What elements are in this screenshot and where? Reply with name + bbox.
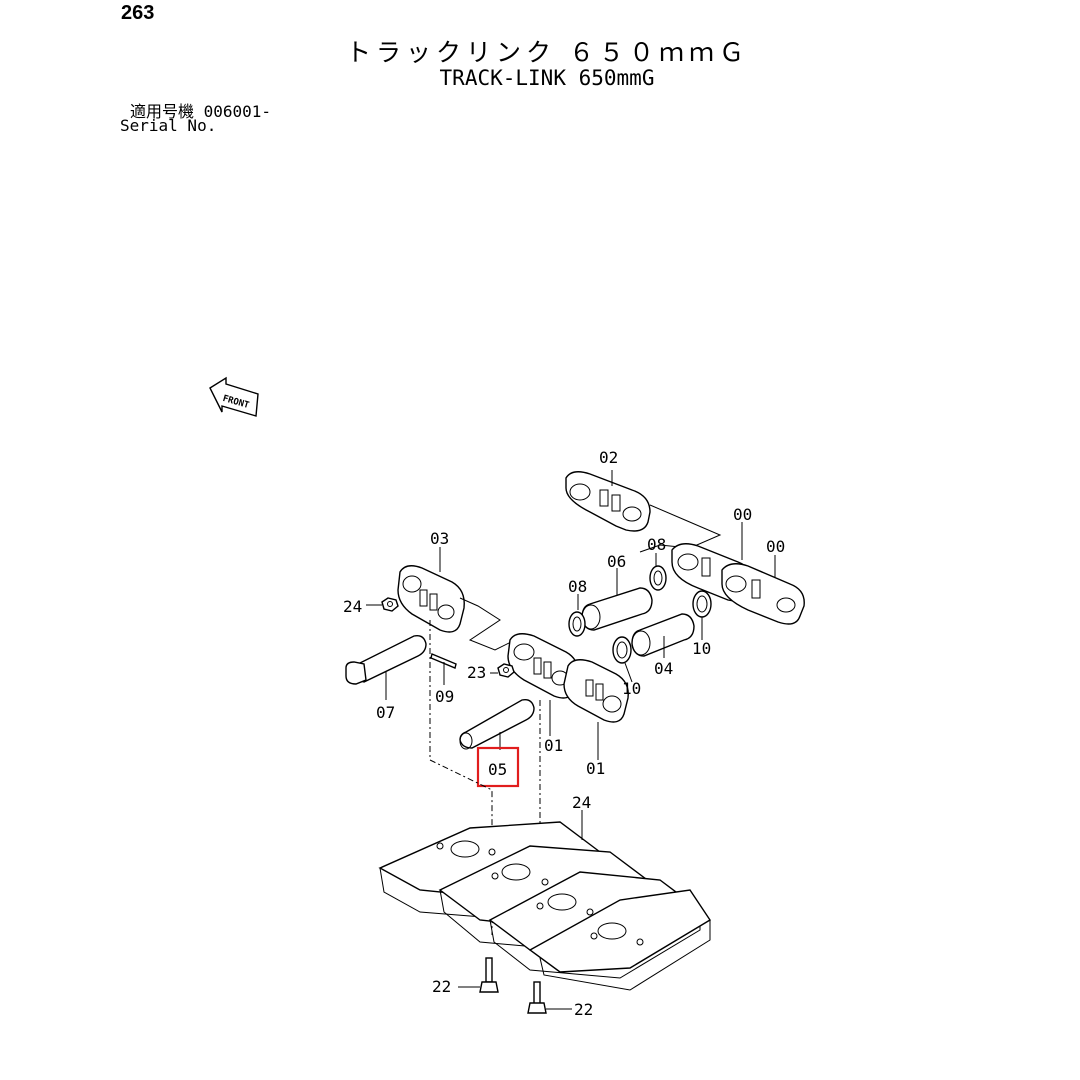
- callout-00-a: 00: [733, 505, 752, 524]
- title-english: TRACK-LINK 650mmG: [439, 66, 655, 90]
- callout-03: 03: [430, 529, 449, 548]
- pin-09: [430, 653, 457, 669]
- seal-08-b: [649, 565, 667, 591]
- nut-23: [497, 663, 515, 678]
- callout-24-a: 24: [343, 597, 362, 616]
- callout-08-a: 08: [568, 577, 587, 596]
- callout-10-a: 10: [692, 639, 711, 658]
- callout-04: 04: [654, 659, 673, 678]
- track-link-00-b: [721, 563, 805, 625]
- page-number: 263: [121, 2, 155, 24]
- seal-10-b: [612, 636, 632, 664]
- nut-24: [381, 597, 399, 612]
- callout-07: 07: [376, 703, 395, 722]
- pin-05: [459, 698, 535, 750]
- callout-22-a: 22: [432, 977, 451, 996]
- bolt-22-b: [527, 981, 547, 1014]
- track-link-02: [565, 470, 651, 532]
- callout-05: 05: [488, 760, 507, 779]
- bushing-06: [581, 587, 653, 631]
- callout-08-b: 08: [647, 535, 666, 554]
- callout-22-b: 22: [574, 1000, 593, 1019]
- bushing-04: [631, 613, 695, 657]
- callout-00-b: 00: [766, 537, 785, 556]
- callout-24-b: 24: [572, 793, 591, 812]
- highlight-box: [476, 746, 520, 788]
- title-japanese: トラックリンク ６５０ｍｍＧ: [346, 38, 749, 67]
- serial-label-japanese: 適用号機 006001-: [130, 102, 272, 121]
- serial-label-english: Serial No.: [120, 116, 217, 135]
- callout-01-a: 01: [544, 736, 563, 755]
- callout-01-b: 01: [586, 759, 605, 778]
- seal-08-a: [568, 611, 586, 637]
- master-link-03: [397, 565, 465, 633]
- seal-10-a: [692, 590, 712, 618]
- callout-23: 23: [467, 663, 486, 682]
- callout-06: 06: [607, 552, 626, 571]
- pin-07: [345, 634, 427, 685]
- track-shoe-plates: [378, 821, 711, 991]
- callout-09: 09: [435, 687, 454, 706]
- front-arrow-icon: FRONT: [209, 376, 259, 417]
- master-link-01-b: [563, 659, 629, 723]
- callout-02: 02: [599, 448, 618, 467]
- bolt-22-a: [479, 957, 499, 993]
- callout-10-b: 10: [622, 679, 641, 698]
